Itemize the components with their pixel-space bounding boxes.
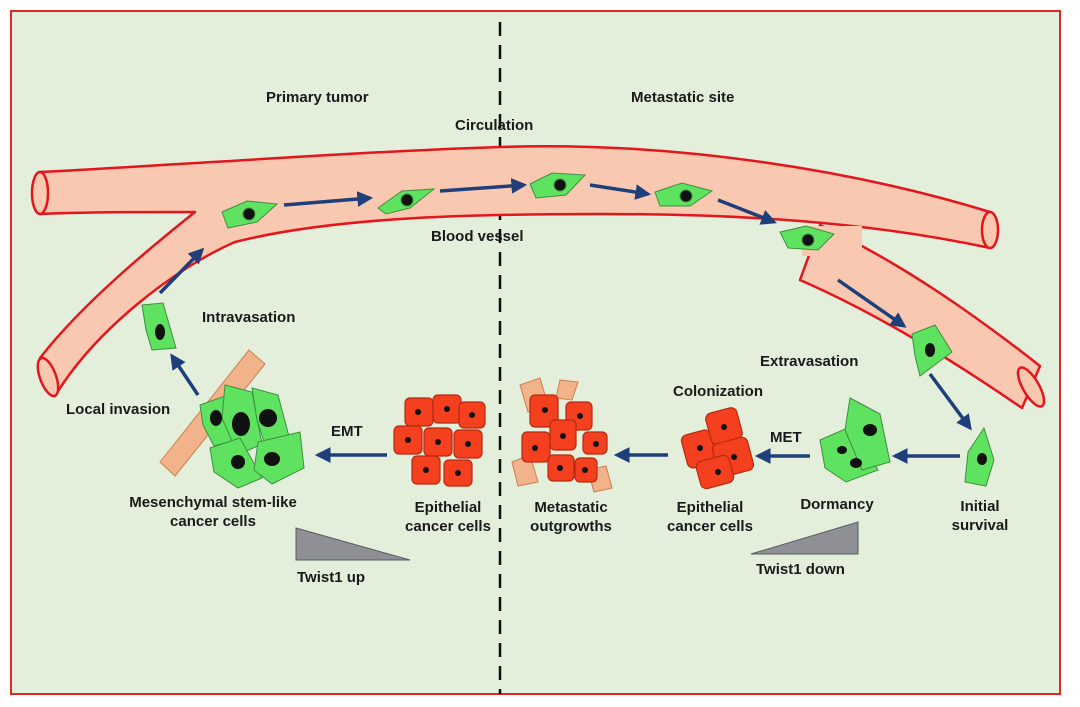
vessel-opening-left: [30, 170, 50, 216]
label-blood-vessel: Blood vessel: [431, 228, 524, 245]
label-circulation: Circulation: [455, 117, 534, 134]
label-metastatic-line2: outgrowths: [530, 518, 612, 535]
label-emt: EMT: [331, 423, 363, 440]
mesenchymal-nuclei: [210, 409, 280, 469]
circulation-arrows: [158, 178, 972, 431]
label-intravasation: Intravasation: [202, 309, 296, 326]
panel-background: [10, 10, 1061, 695]
label-initial-line2: survival: [951, 517, 1009, 534]
circulating-cell: [221, 200, 279, 229]
epithelial-right-nuclei: [697, 424, 737, 475]
label-extravasation: Extravasation: [760, 353, 859, 370]
label-epithelial-left-line1: Epithelial: [414, 499, 482, 516]
vessel-opening-bottom-right: [1016, 366, 1046, 408]
intravasating-cell: [141, 302, 177, 351]
label-colonization: Colonization: [673, 383, 763, 400]
label-initial-line1: Initial: [960, 498, 1000, 515]
vessel-opening-bottom-left: [36, 356, 60, 398]
initial-survival-cell: [964, 426, 995, 487]
label-metastatic-site: Metastatic site: [631, 89, 735, 106]
invasion-arrow: [170, 353, 200, 396]
twist1-up-wedge: [295, 527, 411, 561]
circulating-cells: [221, 172, 835, 251]
label-mesenchymal-line1: Mesenchymal stem-like: [129, 494, 297, 511]
dormancy-nuclei: [837, 424, 877, 468]
label-epithelial-right-line2: cancer cells: [667, 518, 753, 535]
label-twist1-up: Twist1 up: [297, 569, 366, 586]
extravasating-cell: [911, 324, 953, 377]
circulating-cell: [779, 225, 835, 251]
process-arrows: [314, 447, 960, 464]
label-met: MET: [770, 429, 802, 446]
label-epithelial-left-line2: cancer cells: [405, 518, 491, 535]
circulating-cell: [654, 182, 714, 207]
label-primary-tumor: Primary tumor: [266, 89, 369, 106]
label-dormancy: Dormancy: [800, 496, 874, 513]
circulating-cell: [377, 188, 436, 215]
label-mesenchymal-line2: cancer cells: [170, 513, 256, 530]
circulating-cell: [529, 172, 587, 199]
epithelial-left-nuclei: [405, 406, 475, 476]
label-metastatic-line1: Metastatic: [534, 499, 608, 516]
vessel-opening-right: [980, 210, 1000, 250]
label-local-invasion: Local invasion: [66, 401, 171, 418]
twist1-down-wedge: [750, 521, 859, 555]
blood-vessel: [30, 145, 1046, 410]
label-twist1-down: Twist1 down: [756, 561, 845, 578]
metastatic-nuclei: [532, 407, 599, 473]
label-epithelial-right-line1: Epithelial: [676, 499, 744, 516]
